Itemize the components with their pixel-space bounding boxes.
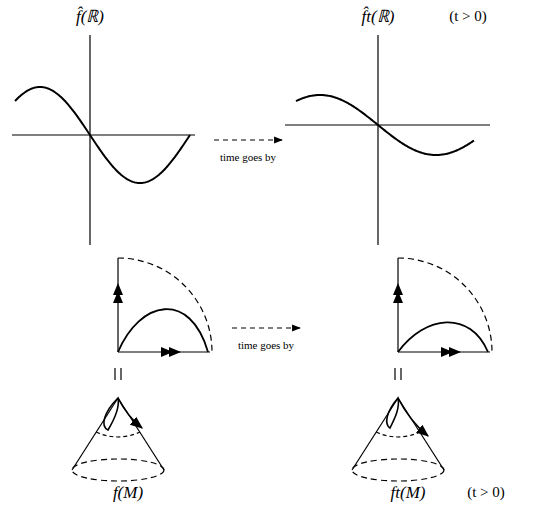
- graph-title: f̂(ℝ): [76, 8, 104, 25]
- axis: [117, 258, 118, 352]
- double-arrowhead: [113, 283, 461, 357]
- curve: [398, 322, 488, 352]
- y-axis: [89, 35, 90, 245]
- y-axis: [377, 35, 378, 245]
- curve: [118, 309, 208, 352]
- graph-title: f̂t(ℝ): [362, 8, 395, 25]
- cone-label: ft(M): [391, 484, 426, 501]
- dashed-arc: [398, 258, 492, 352]
- condition: (t > 0): [467, 485, 505, 500]
- sine-curve: [15, 87, 190, 183]
- dashed-arc: [118, 258, 212, 352]
- cone: [72, 398, 444, 481]
- condition: (t > 0): [449, 9, 487, 24]
- time-arrow: [232, 327, 300, 328]
- sine-curve: [296, 95, 474, 155]
- time-arrow: [214, 139, 282, 140]
- cone-label: f(M): [113, 484, 143, 501]
- axis: [397, 258, 398, 352]
- x-axis: [12, 134, 195, 135]
- equals-sign: [115, 368, 401, 380]
- caption-text: time goes by: [218, 152, 278, 163]
- caption-text: time goes by: [236, 340, 296, 351]
- x-axis: [285, 124, 490, 125]
